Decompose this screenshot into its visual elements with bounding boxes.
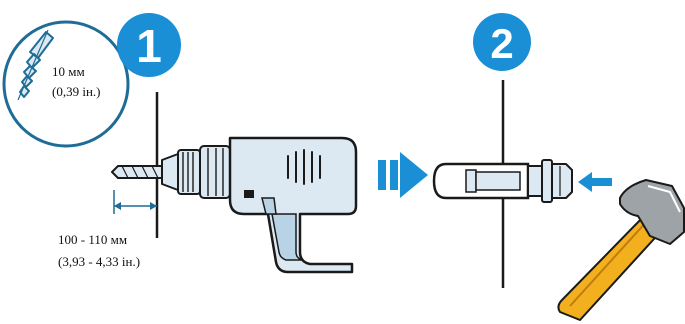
- drill-bit-icon: [17, 29, 54, 101]
- step-2-badge: 2: [473, 13, 531, 71]
- drill-icon: [111, 136, 358, 274]
- step-1-badge: 1: [117, 13, 181, 77]
- drill-depth-imperial: (3,93 - 4,33 ін.): [58, 254, 141, 269]
- step-2-number: 2: [490, 20, 513, 67]
- hammer-icon: [557, 179, 685, 321]
- depth-dimension: [113, 190, 157, 214]
- arrow-left-icon: [578, 172, 612, 192]
- drill-bit-diameter-imperial: (0,39 ін.): [52, 84, 101, 99]
- anchor-bolt-icon: [432, 159, 573, 203]
- drill-depth-metric: 100 - 110 мм: [58, 232, 128, 247]
- drill-bit-diameter-metric: 10 мм: [52, 64, 85, 79]
- drill-bit-detail: [2, 20, 130, 148]
- arrow-right-icon: [378, 152, 428, 198]
- step-1-number: 1: [136, 20, 162, 72]
